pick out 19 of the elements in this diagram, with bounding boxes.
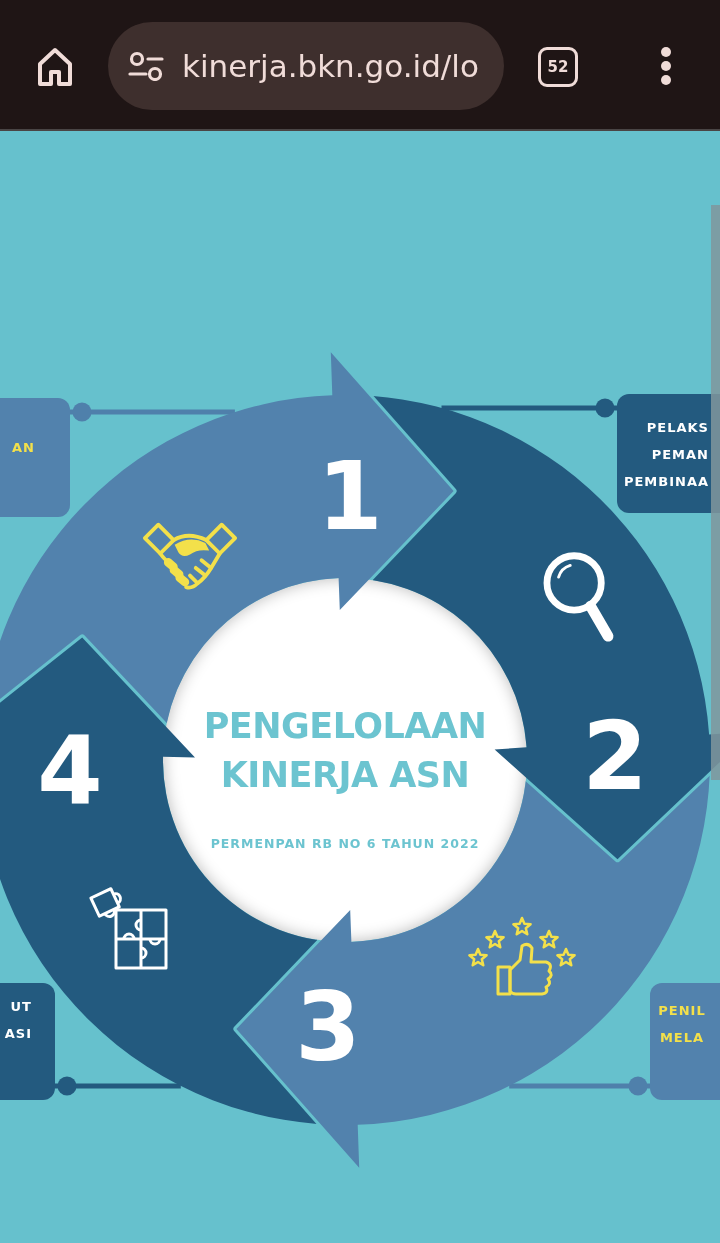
text-panel [0, 398, 70, 517]
connector-line [509, 1076, 650, 1096]
text-panel [0, 983, 55, 1100]
center-title: PENGELOLAAN KINERJA ASN [202, 705, 488, 797]
center-subtitle: PERMENPAN RB NO 6 TAHUN 2022 [210, 836, 480, 852]
panel-text: PENIL MELA [657, 1002, 707, 1047]
step-number: 1 [317, 450, 383, 544]
connector-line [70, 402, 235, 422]
connector-line [55, 1076, 181, 1096]
connector-line [441, 398, 617, 418]
panel-text: UT ASI [3, 998, 32, 1043]
step-number: 4 [37, 725, 103, 819]
text-panel [650, 983, 720, 1100]
panel-text: PELAKS PEMAN PEMBINAA [622, 419, 709, 491]
address-bar: kinerja.bkn.go.id/lo [108, 22, 504, 110]
step-number: 3 [295, 981, 361, 1075]
step-number: 2 [582, 710, 648, 804]
tab-count-button: 52 [538, 47, 578, 87]
panel-text: AN [12, 439, 36, 457]
